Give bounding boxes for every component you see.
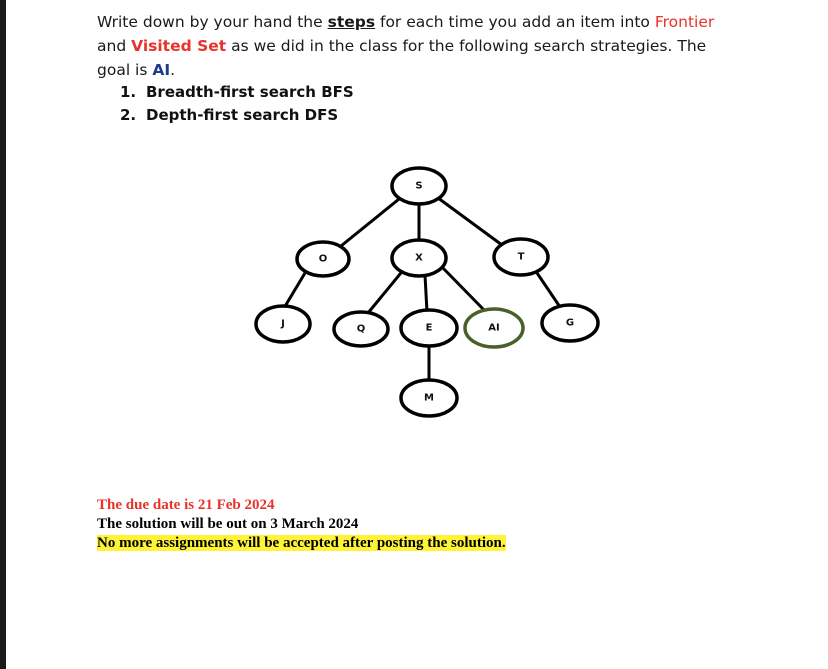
steps-emphasis: steps xyxy=(327,13,376,31)
visited-set-term: Visited Set xyxy=(131,37,227,55)
list-item-dfs: 2. Depth-first search DFS xyxy=(120,104,354,127)
strategy-list: 1. Breadth-first search BFS 2. Depth-first… xyxy=(120,81,354,127)
list-text: Breadth-first search BFS xyxy=(146,83,354,101)
node-label-q: Q xyxy=(357,324,366,335)
edge-s-o xyxy=(335,193,405,252)
node-j xyxy=(254,304,312,344)
intro-text-2: for each time you add an item into xyxy=(375,13,655,31)
node-g xyxy=(540,303,600,343)
node-t xyxy=(492,237,550,277)
list-number: 2. xyxy=(120,106,137,124)
late-policy-notice: No more assignments will be accepted aft… xyxy=(97,535,506,551)
node-m xyxy=(399,378,459,418)
due-date-line: The due date is 21 Feb 2024 xyxy=(97,497,275,513)
node-s xyxy=(390,166,448,206)
list-number: 1. xyxy=(120,83,137,101)
edge-x-e xyxy=(423,274,429,313)
node-label-o: O xyxy=(319,254,328,265)
node-label-j: J xyxy=(280,319,285,330)
node-q xyxy=(332,310,390,348)
edge-s-t xyxy=(433,193,503,247)
edge-t-g xyxy=(533,269,562,308)
node-label-x: X xyxy=(415,253,423,264)
node-ai-goal xyxy=(463,307,525,349)
node-x xyxy=(390,238,448,278)
edge-x-ai xyxy=(438,263,489,315)
solution-date-line: The solution will be out on 3 March 2024 xyxy=(97,516,359,532)
list-text: Depth-first search DFS xyxy=(146,106,339,124)
node-label-g: G xyxy=(566,318,574,329)
intro-text-5: . xyxy=(170,61,176,79)
intro-text-3: and xyxy=(97,37,132,55)
deadline-notes: The due date is 21 Feb 2024 The solution… xyxy=(97,496,506,553)
edge-x-q xyxy=(366,267,407,314)
node-label-e: E xyxy=(426,323,433,334)
list-item-bfs: 1. Breadth-first search BFS xyxy=(120,81,354,104)
node-e xyxy=(399,308,459,348)
node-label-ai: AI xyxy=(488,323,499,334)
intro-text-4: as we did in the class for the following… xyxy=(97,37,707,79)
edge-o-j xyxy=(282,267,310,309)
goal-term: AI xyxy=(152,61,171,79)
instructions-paragraph: Write down by your hand the steps for ea… xyxy=(97,10,737,82)
intro-text-1: Write down by your hand the xyxy=(97,13,328,31)
node-label-s: S xyxy=(415,181,422,192)
node-label-t: T xyxy=(518,252,525,263)
node-o xyxy=(295,240,351,278)
node-label-m: M xyxy=(424,393,434,404)
frontier-term: Frontier xyxy=(654,13,715,31)
